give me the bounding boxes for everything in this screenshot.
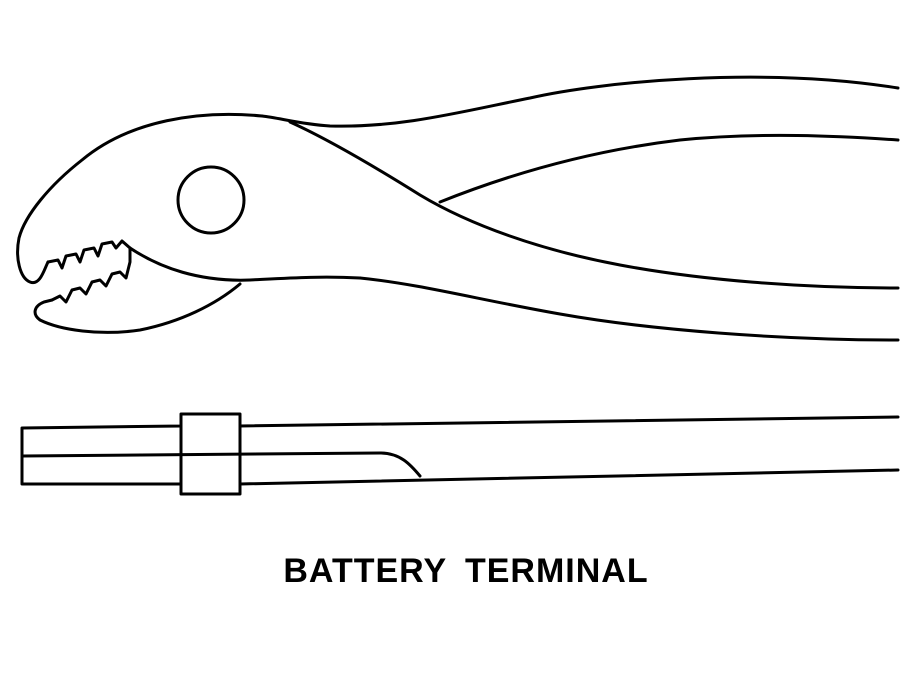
upper-jaw-outline	[16, 112, 264, 285]
upper-handle-outer-edge	[260, 75, 900, 128]
lower-jaw-teeth	[50, 246, 132, 304]
pliers-side-view	[16, 75, 900, 342]
pliers-top-view	[20, 412, 900, 496]
lower-jaw-outline	[33, 282, 242, 334]
pivot-rivet	[176, 165, 246, 235]
upper-jaw-inner-edge	[128, 246, 362, 282]
upper-jaw-teeth	[46, 239, 132, 270]
lower-handle-bottom-edge	[358, 276, 900, 342]
figure-caption: BATTERY TERMINAL	[283, 552, 649, 590]
top-view-split-line	[20, 451, 422, 478]
lower-handle-top-edge	[288, 120, 900, 290]
upper-handle-inner-edge	[438, 133, 900, 204]
